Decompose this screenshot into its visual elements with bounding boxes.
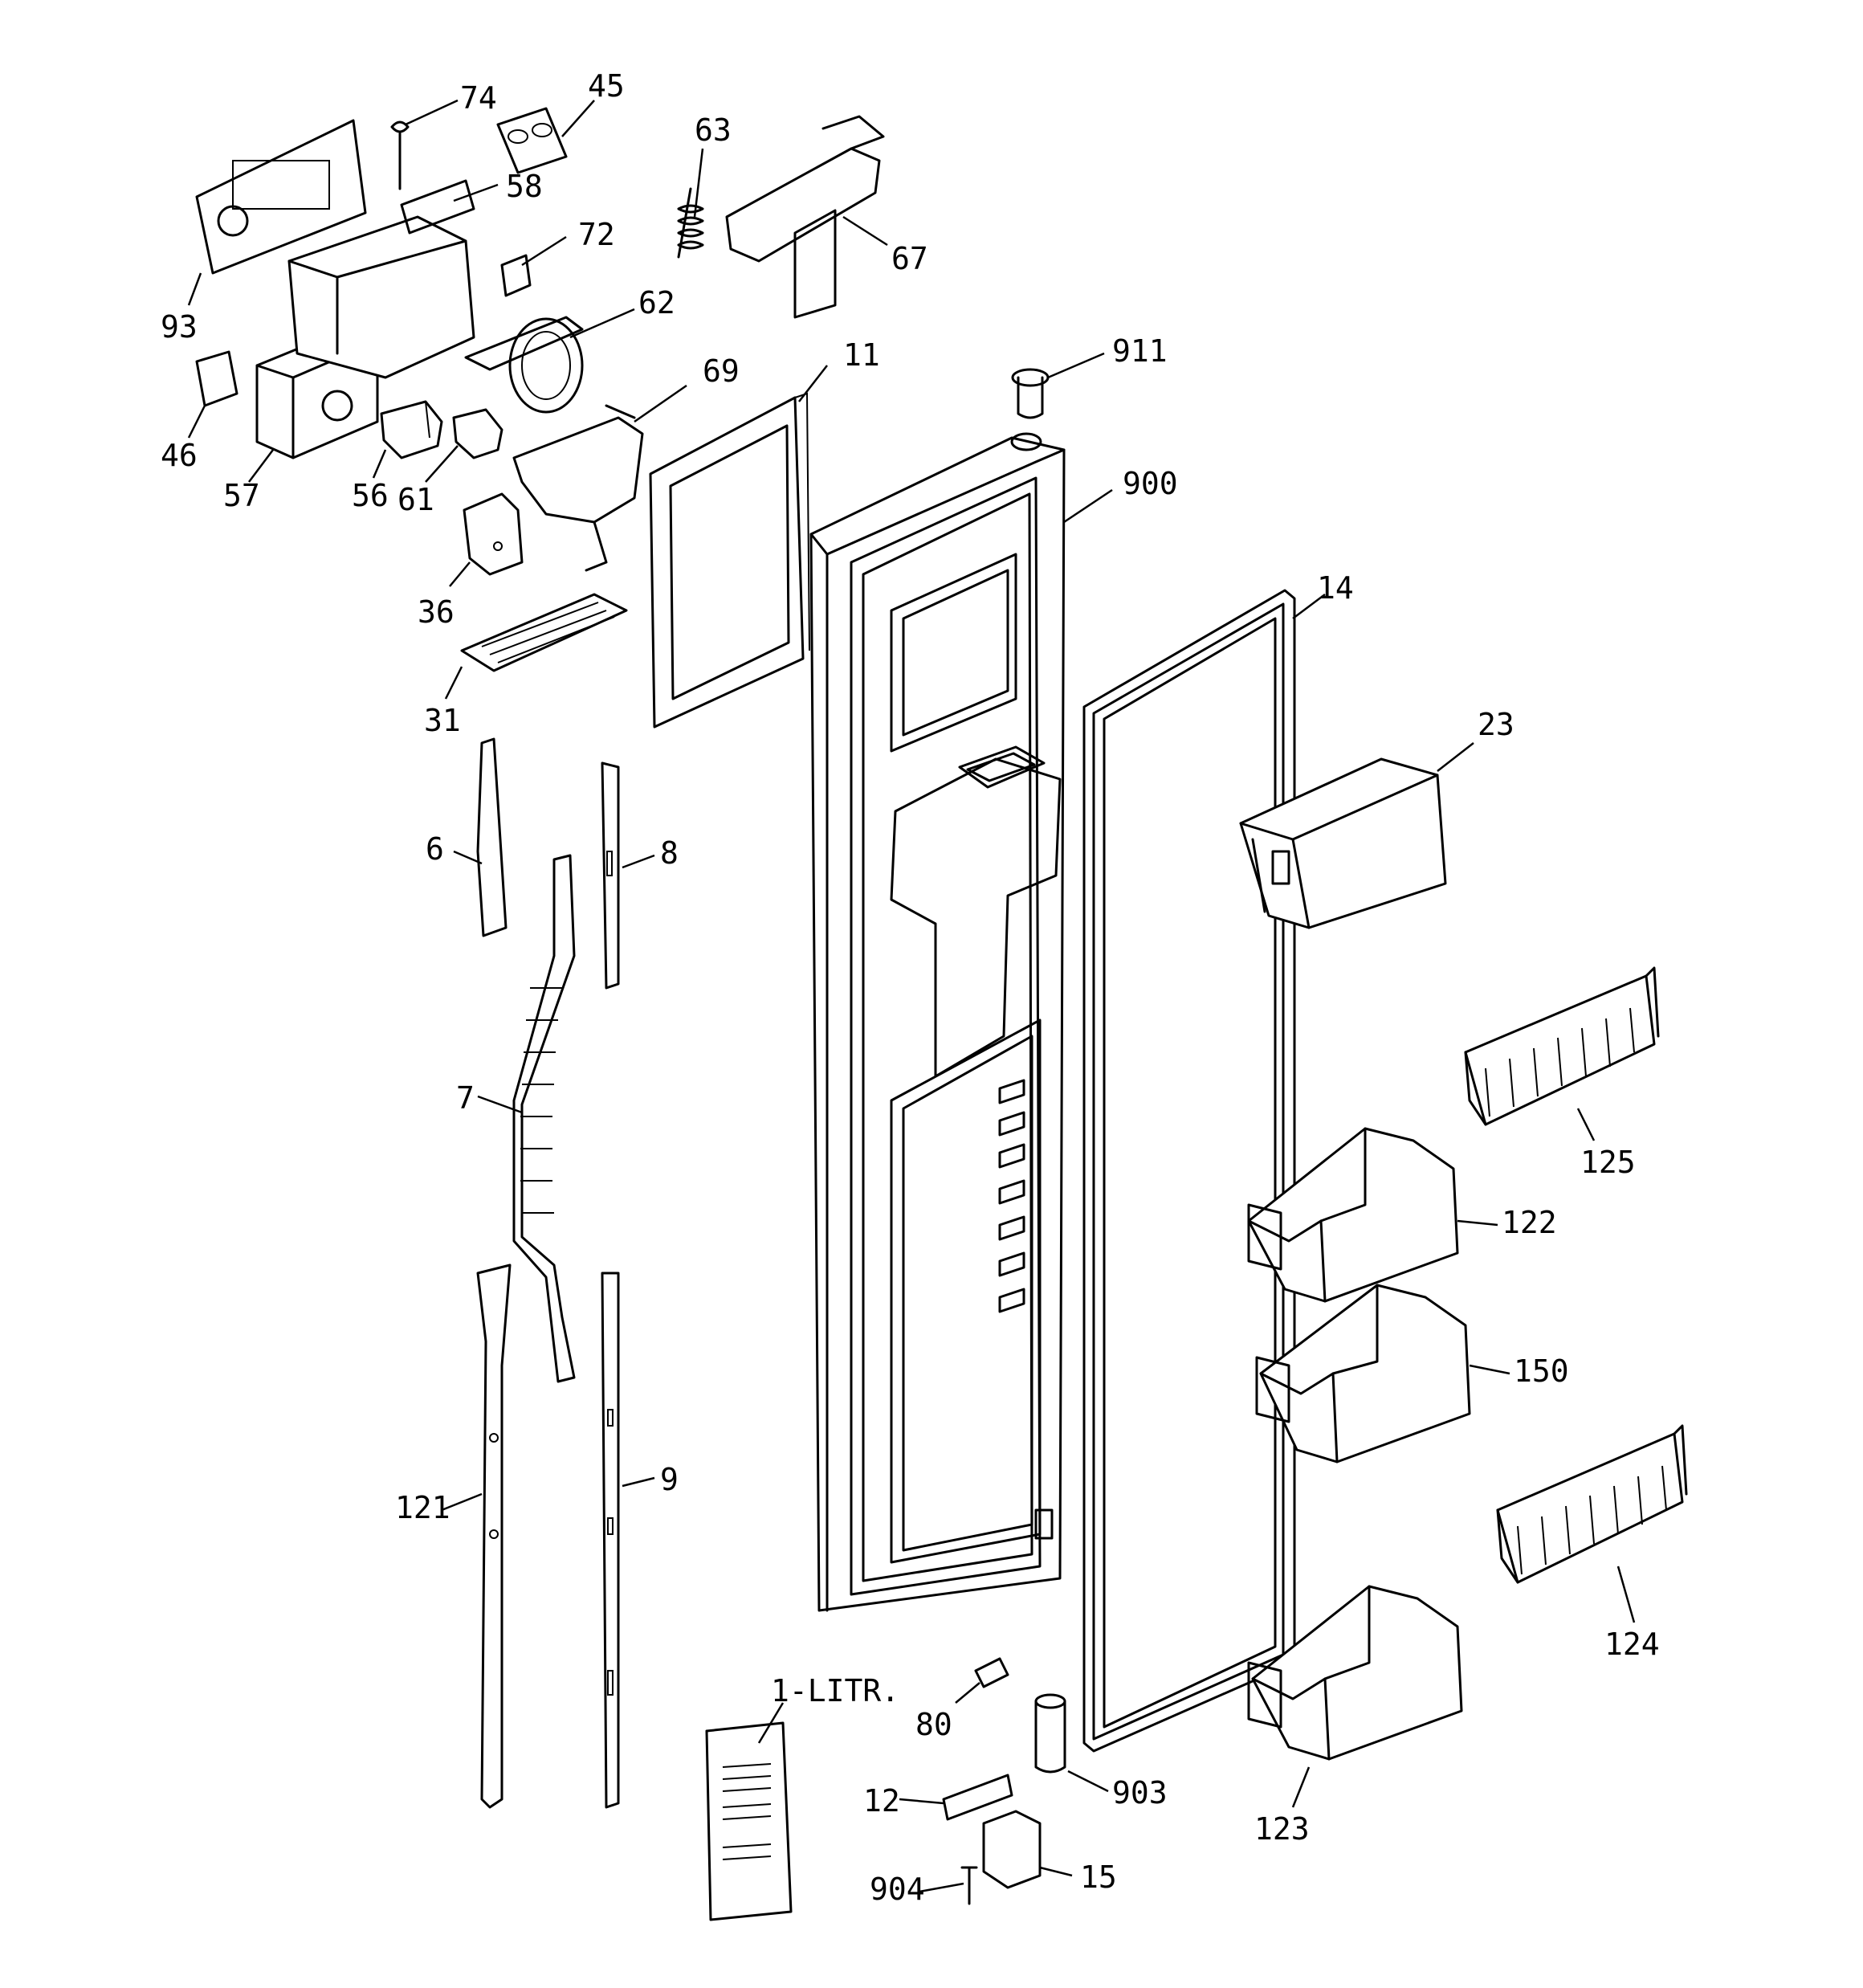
bracket-58 [400, 179, 475, 235]
trim-9 [601, 1272, 620, 1809]
spring-63 [677, 187, 704, 259]
door-panel-900 [809, 432, 1066, 1612]
door-gasket-14 [1082, 589, 1296, 1753]
callout-123: 123 [1254, 1811, 1310, 1847]
callout-903: 903 [1112, 1775, 1168, 1810]
callout-61: 61 [397, 482, 434, 517]
callout-74: 74 [460, 80, 497, 116]
callout-23: 23 [1478, 707, 1514, 742]
callout-67: 67 [891, 241, 928, 276]
callout-80: 80 [915, 1707, 952, 1742]
literature-1-litr [705, 1721, 793, 1921]
callout-900: 900 [1123, 466, 1178, 501]
bracket-36 [463, 492, 524, 576]
callout-58: 58 [506, 169, 543, 204]
callout-121: 121 [395, 1490, 450, 1525]
wire-basket-124 [1496, 1424, 1688, 1584]
callout-6: 6 [426, 831, 444, 867]
coupler-61 [452, 408, 503, 459]
door-bin-122 [1247, 1127, 1459, 1303]
handle-7 [512, 854, 576, 1383]
callout-122: 122 [1502, 1205, 1557, 1240]
door-bin-23 [1239, 757, 1447, 929]
plate-12 [942, 1774, 1013, 1821]
callout-125: 125 [1580, 1145, 1636, 1180]
callout-124: 124 [1604, 1627, 1660, 1662]
plug-80 [974, 1657, 1009, 1688]
callout-911: 911 [1112, 333, 1168, 369]
callout-14: 14 [1317, 570, 1354, 606]
hinge-15 [982, 1810, 1042, 1889]
drip-tray-31 [460, 593, 628, 672]
shelf-clips [998, 1079, 1025, 1313]
callout-56: 56 [352, 478, 389, 513]
trim-8 [601, 761, 620, 990]
recess-frame-11 [649, 392, 810, 729]
actuator-67 [725, 115, 885, 319]
callout-904: 904 [870, 1872, 925, 1907]
callout-46: 46 [161, 438, 198, 473]
callout-93: 93 [161, 309, 198, 345]
callout-62: 62 [638, 285, 675, 320]
callout-63: 63 [695, 112, 732, 148]
ice-funnel-69 [512, 404, 644, 572]
motor-56 [380, 400, 443, 459]
door-bin-150 [1255, 1284, 1471, 1463]
cover-46 [195, 350, 238, 407]
callout-69: 69 [703, 353, 740, 389]
callout-9: 9 [660, 1462, 679, 1497]
callout-7: 7 [456, 1080, 475, 1116]
bushing-911 [1011, 368, 1050, 419]
bracket-45 [496, 107, 568, 174]
wire-basket-125 [1464, 966, 1660, 1126]
callout-150: 150 [1514, 1353, 1569, 1389]
cam-903 [1034, 1693, 1066, 1774]
callout-12: 12 [863, 1783, 900, 1819]
callout-labels: 74 45 63 58 72 67 62 93 911 11 69 46 57 … [161, 68, 1660, 1907]
trim-121 [476, 1263, 512, 1809]
control-panel-93 [195, 119, 367, 275]
trim-6 [476, 737, 508, 937]
callout-11: 11 [843, 337, 880, 373]
leader-lines [187, 99, 1636, 1893]
bracket-62 [464, 316, 584, 414]
callout-72: 72 [578, 217, 615, 252]
screw-904 [960, 1866, 978, 1905]
callout-8: 8 [660, 835, 679, 871]
callout-1-litr: 1-LITR. [771, 1673, 899, 1708]
spring-74 [390, 120, 410, 190]
callout-57: 57 [223, 478, 260, 513]
ice-chute-assembly [287, 215, 475, 379]
callout-36: 36 [418, 594, 455, 630]
callout-45: 45 [588, 68, 625, 104]
door-bin-123 [1247, 1585, 1463, 1761]
callout-31: 31 [424, 703, 461, 738]
callout-15: 15 [1080, 1859, 1117, 1895]
